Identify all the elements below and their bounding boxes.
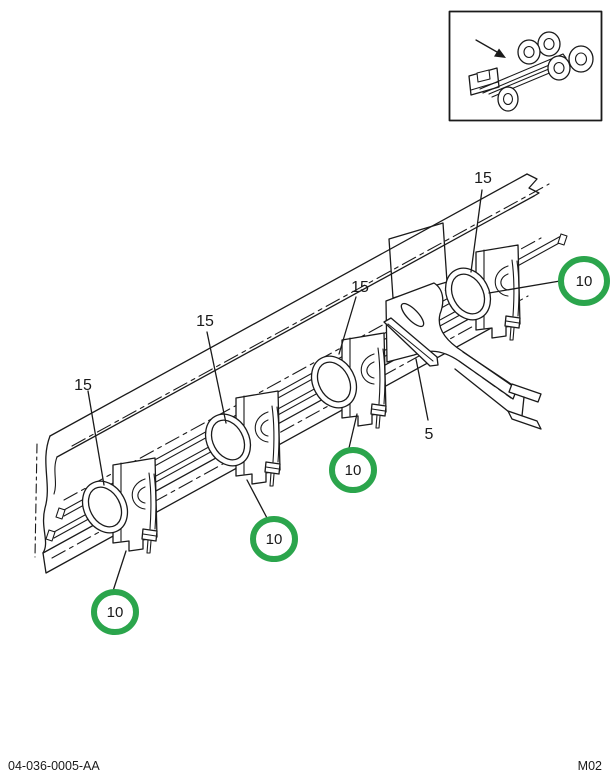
location-inset-box — [448, 10, 603, 122]
highlighted-callout-10-4[interactable]: 10 — [558, 256, 610, 306]
callout-15-2: 15 — [196, 313, 214, 330]
cable-clip-3 — [302, 332, 387, 429]
callout-10-1-label: 10 — [107, 604, 124, 621]
figure-footer: 04-036-0005-AA M02 — [8, 759, 602, 773]
callout-10-2-label: 10 — [266, 531, 283, 548]
truck-chassis-thumbnail — [468, 31, 594, 112]
cable-clip-4 — [436, 244, 521, 341]
callout-10-3-label: 10 — [345, 462, 362, 479]
crossmember-beam — [454, 351, 542, 430]
callout-10-4-label: 10 — [576, 273, 593, 290]
highlighted-callout-10-1[interactable]: 10 — [91, 589, 139, 635]
callout-5: 5 — [425, 426, 434, 443]
highlighted-callout-10-2[interactable]: 10 — [250, 516, 298, 562]
sheet-code: M02 — [578, 759, 602, 773]
diagonal-arrow-icon — [475, 39, 506, 58]
frame-rail-drawing — [34, 173, 568, 574]
highlighted-callout-10-3[interactable]: 10 — [329, 447, 377, 493]
leader-lines — [87, 189, 561, 592]
highlighted-callouts: 10 10 10 10 — [91, 256, 610, 635]
support-strip-part5 — [383, 317, 439, 367]
callout-labels: 15 15 15 15 5 — [74, 170, 492, 443]
callout-15-4: 15 — [474, 170, 492, 187]
callout-15-1: 15 — [74, 377, 92, 394]
document-number: 04-036-0005-AA — [8, 759, 100, 773]
callout-15-3: 15 — [351, 279, 369, 296]
